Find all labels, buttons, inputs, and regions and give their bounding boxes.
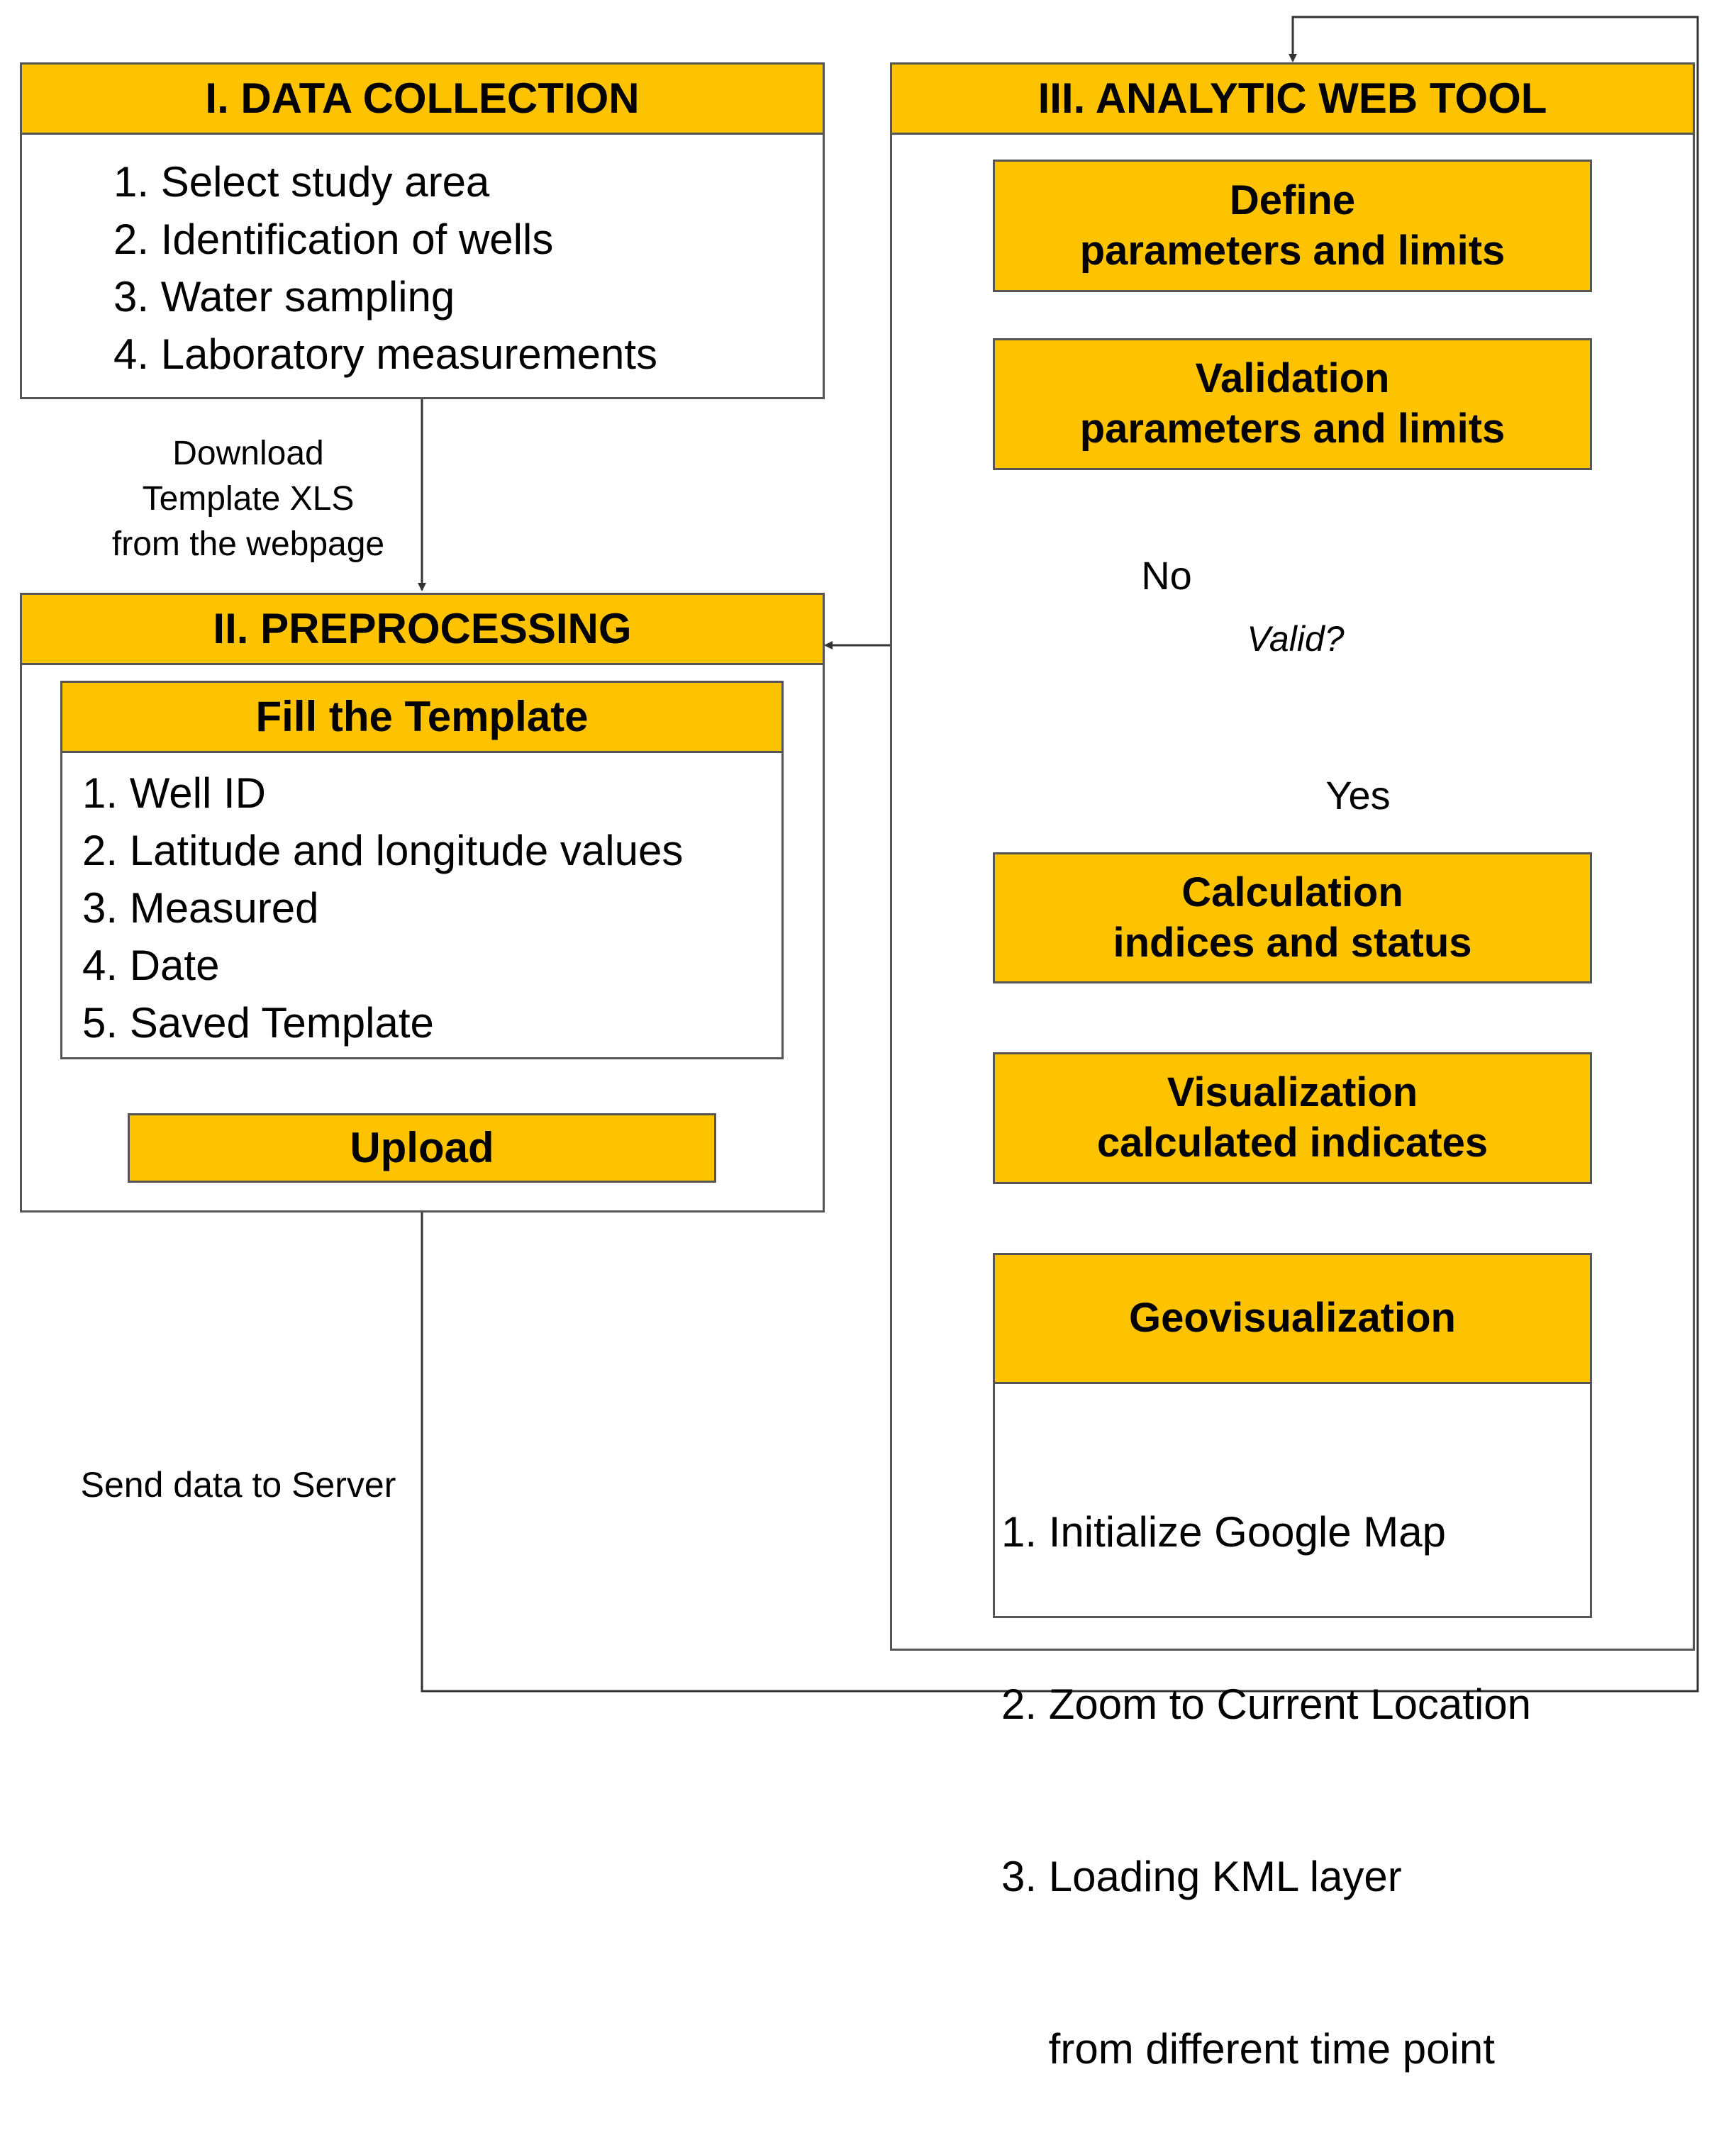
yes-label: Yes: [1325, 773, 1391, 818]
list-item: 1. Initialize Google Map: [1001, 1508, 1447, 1556]
visualization-line: calculated indicates: [1096, 1120, 1489, 1166]
list-item: 2. Zoom to Current Location: [1001, 1680, 1532, 1728]
list-item: 1. Well ID: [82, 769, 266, 817]
calculation-line: indices and status: [1113, 919, 1472, 966]
list-item: 3. Measured: [82, 884, 319, 932]
download-label-line: Template XLS: [142, 480, 355, 518]
define-box: Define parameters and limits: [993, 160, 1592, 292]
data-collection-title: I. DATA COLLECTION: [20, 62, 825, 135]
fill-template-list: 1. Well ID 2. Latitude and longitude val…: [82, 764, 683, 1052]
define-line: Define: [1229, 177, 1356, 223]
upload-box: Upload: [128, 1113, 716, 1183]
calculation-box: Calculation indices and status: [993, 852, 1592, 983]
visualization-box: Visualization calculated indicates: [993, 1052, 1592, 1184]
validation-line: Validation: [1195, 355, 1390, 402]
download-label-line: from the webpage: [111, 525, 385, 563]
list-item: 4. Laboratory measurements: [113, 330, 658, 378]
calculation-line: Calculation: [1181, 869, 1403, 915]
define-line: parameters and limits: [1079, 227, 1506, 274]
analytic-title: III. ANALYTIC WEB TOOL: [890, 62, 1695, 135]
no-label: No: [1141, 553, 1192, 598]
fill-template-title: Fill the Template: [60, 681, 784, 753]
validation-box: Validation parameters and limits: [993, 338, 1592, 470]
list-item: 3. Water sampling: [113, 273, 455, 320]
arrow-send-to-server: [421, 16, 1699, 1693]
download-label: Download Template XLS from the webpage: [92, 431, 404, 567]
geovisualization-title: Geovisualization: [993, 1253, 1592, 1384]
list-item: 4. Date: [82, 942, 220, 989]
download-label-line: Download: [172, 435, 324, 472]
list-item: 3. Loading KML layer: [1001, 1853, 1402, 1900]
list-item: 1. Select study area: [113, 158, 490, 206]
visualization-line: Visualization: [1167, 1069, 1418, 1116]
validation-line: parameters and limits: [1079, 406, 1506, 452]
preprocessing-title: II. PREPROCESSING: [20, 593, 825, 665]
list-item: 2. Identification of wells: [113, 216, 554, 263]
send-data-label: Send data to Server: [80, 1465, 396, 1505]
list-item: 2. Latitude and longitude values: [82, 827, 684, 874]
decision-label: Valid?: [1247, 619, 1345, 659]
data-collection-list: 1. Select study area 2. Identification o…: [113, 153, 657, 383]
geovisualization-list: 1. Initialize Google Map 2. Zoom to Curr…: [1001, 1388, 1531, 2135]
list-item: from different time point: [1001, 2025, 1495, 2073]
list-item: 5. Saved Template: [82, 999, 434, 1047]
